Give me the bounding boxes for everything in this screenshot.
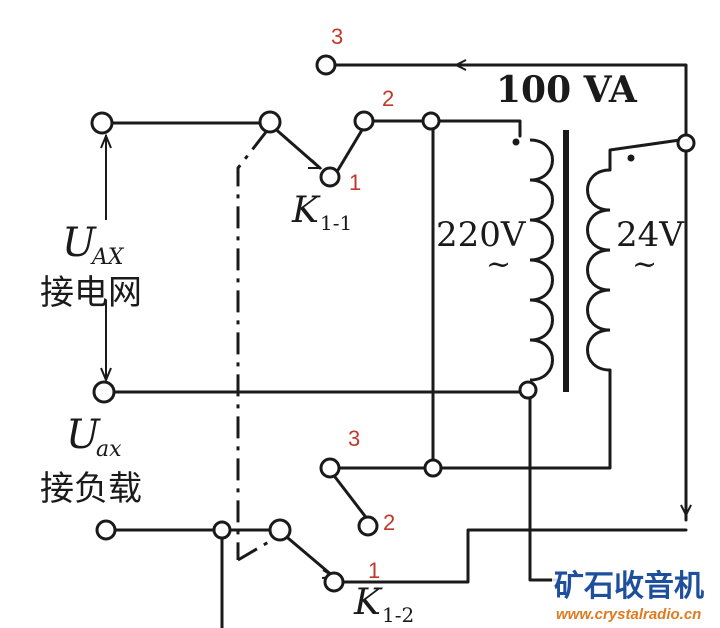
secondary-dot bbox=[627, 154, 635, 162]
number-top-3: 3 bbox=[331, 24, 343, 49]
number-k11-2: 2 bbox=[382, 86, 394, 111]
transformer-core bbox=[563, 130, 569, 392]
bottom-junction bbox=[212, 520, 232, 540]
wires bbox=[100, 59, 692, 628]
output-caption: 接负载 bbox=[40, 469, 142, 509]
primary-dot bbox=[512, 138, 520, 146]
k12-terminal-3 bbox=[319, 457, 341, 479]
watermark-url: www.crystalradio.cn bbox=[556, 606, 701, 623]
input-terminal-a bbox=[90, 111, 114, 135]
rating-label: 100 VA bbox=[496, 69, 638, 111]
number-k12-2: 2 bbox=[383, 510, 395, 535]
input-symbol: U bbox=[62, 220, 97, 266]
switch-k11-sub: 1-1 bbox=[320, 211, 352, 235]
watermark-name: 矿石收音机 bbox=[554, 569, 704, 604]
switch-k11-label: K 1-1 bbox=[291, 190, 352, 235]
primary-tilde: ~ bbox=[486, 247, 511, 282]
number-k11-1: 1 bbox=[349, 170, 361, 195]
switch-k11-letter: K bbox=[291, 190, 321, 231]
secondary-tilde: ~ bbox=[632, 247, 657, 282]
output-sub: ax bbox=[96, 437, 122, 462]
output-terminal bbox=[95, 519, 117, 541]
switch-k12-sub: 1-2 bbox=[382, 603, 414, 627]
input-sub: AX bbox=[90, 245, 125, 270]
primary-winding bbox=[529, 138, 554, 382]
k11-terminal-1 bbox=[319, 166, 341, 188]
output-label: U ax 接负载 bbox=[40, 412, 142, 509]
coil-bottom-junction bbox=[518, 380, 538, 400]
k11-terminal-2 bbox=[353, 110, 375, 132]
number-k12-1: 1 bbox=[368, 558, 380, 583]
k11-common-terminal bbox=[258, 110, 282, 134]
k12-common-terminal bbox=[268, 518, 292, 542]
primary-junction bbox=[421, 111, 441, 131]
number-k12-3: 3 bbox=[348, 426, 360, 451]
input-label: U AX 接电网 bbox=[40, 220, 142, 313]
output-symbol: U bbox=[66, 412, 101, 458]
lower-junction bbox=[423, 458, 443, 478]
right-junction bbox=[676, 133, 696, 153]
switch-k12-letter: K bbox=[353, 582, 383, 623]
terminal-numbers: 3 2 1 3 2 1 bbox=[331, 24, 395, 583]
switch-k12-label: K 1-2 bbox=[353, 582, 414, 627]
transformer bbox=[512, 130, 635, 392]
watermark-bg bbox=[552, 562, 720, 628]
k12-terminal-2 bbox=[357, 515, 379, 537]
top-terminal-3 bbox=[315, 54, 337, 76]
watermark: 矿石收音机 www.crystalradio.cn bbox=[552, 562, 720, 628]
k12-terminal-1 bbox=[323, 571, 345, 593]
secondary-voltage-label: 24V bbox=[616, 215, 685, 255]
secondary-winding bbox=[586, 168, 611, 372]
input-caption: 接电网 bbox=[40, 273, 142, 313]
input-terminal-x bbox=[92, 380, 116, 404]
terminals bbox=[90, 54, 696, 593]
primary-voltage-label: 220V bbox=[436, 215, 527, 255]
